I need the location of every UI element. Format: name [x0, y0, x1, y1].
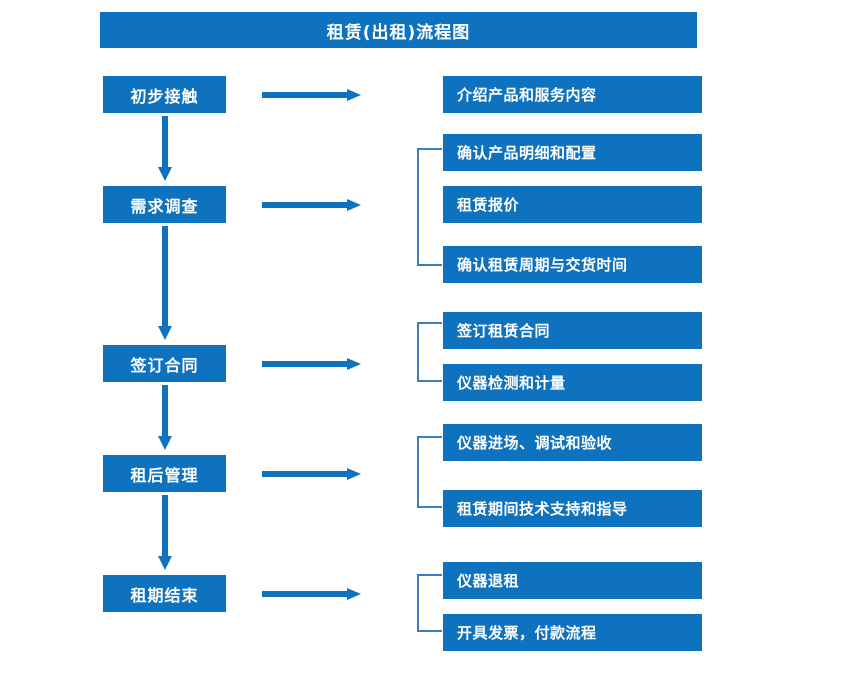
detail-box-3[interactable]: 租赁报价	[443, 186, 702, 223]
stage-label-4: 租后管理	[130, 465, 199, 485]
detail-label-2: 确认产品明细和配置	[457, 144, 597, 162]
detail-label-4: 确认租赁周期与交货时间	[457, 256, 628, 274]
detail-box-9[interactable]: 仪器退租	[443, 562, 702, 599]
group-bracket-icon-3	[417, 322, 443, 382]
horizontal-arrow-icon-5	[262, 587, 362, 601]
detail-box-8[interactable]: 租赁期间技术支持和指导	[443, 490, 702, 527]
horizontal-arrow-icon-4	[262, 467, 362, 481]
group-bracket-icon-4	[417, 436, 443, 508]
horizontal-arrow-icon-2	[262, 198, 362, 212]
detail-box-7[interactable]: 仪器进场、调试和验收	[443, 424, 702, 461]
vertical-arrow-icon-4	[155, 495, 175, 571]
stage-label-2: 需求调查	[130, 196, 199, 216]
stage-label-1: 初步接触	[130, 86, 199, 106]
detail-label-5: 签订租赁合同	[457, 322, 551, 340]
horizontal-arrow-icon-3	[262, 357, 362, 371]
diagram-title: 租赁(出租)流程图	[100, 12, 697, 48]
detail-label-7: 仪器进场、调试和验收	[457, 434, 613, 452]
vertical-arrow-icon-3	[155, 385, 175, 451]
detail-box-6[interactable]: 仪器检测和计量	[443, 364, 702, 401]
vertical-arrow-icon-1	[155, 116, 175, 182]
detail-label-8: 租赁期间技术支持和指导	[457, 500, 628, 518]
detail-label-3: 租赁报价	[457, 196, 520, 214]
stage-box-1[interactable]: 初步接触	[103, 76, 226, 113]
stage-box-3[interactable]: 签订合同	[103, 345, 226, 382]
detail-label-6: 仪器检测和计量	[457, 374, 566, 392]
stage-label-3: 签订合同	[130, 355, 199, 375]
stage-label-5: 租期结束	[130, 585, 199, 605]
detail-box-4[interactable]: 确认租赁周期与交货时间	[443, 246, 702, 283]
horizontal-arrow-icon-1	[262, 88, 362, 102]
detail-box-5[interactable]: 签订租赁合同	[443, 312, 702, 349]
stage-box-2[interactable]: 需求调查	[103, 186, 226, 223]
detail-label-10: 开具发票，付款流程	[457, 624, 597, 642]
detail-box-10[interactable]: 开具发票，付款流程	[443, 614, 702, 651]
detail-label-9: 仪器退租	[457, 572, 520, 590]
detail-label-1: 介绍产品和服务内容	[457, 86, 597, 104]
group-bracket-icon-2	[417, 148, 443, 266]
vertical-arrow-icon-2	[155, 226, 175, 341]
stage-box-4[interactable]: 租后管理	[103, 455, 226, 492]
detail-box-1[interactable]: 介绍产品和服务内容	[443, 76, 702, 113]
group-bracket-icon-5	[417, 574, 443, 632]
detail-box-2[interactable]: 确认产品明细和配置	[443, 134, 702, 171]
stage-box-5[interactable]: 租期结束	[103, 575, 226, 612]
